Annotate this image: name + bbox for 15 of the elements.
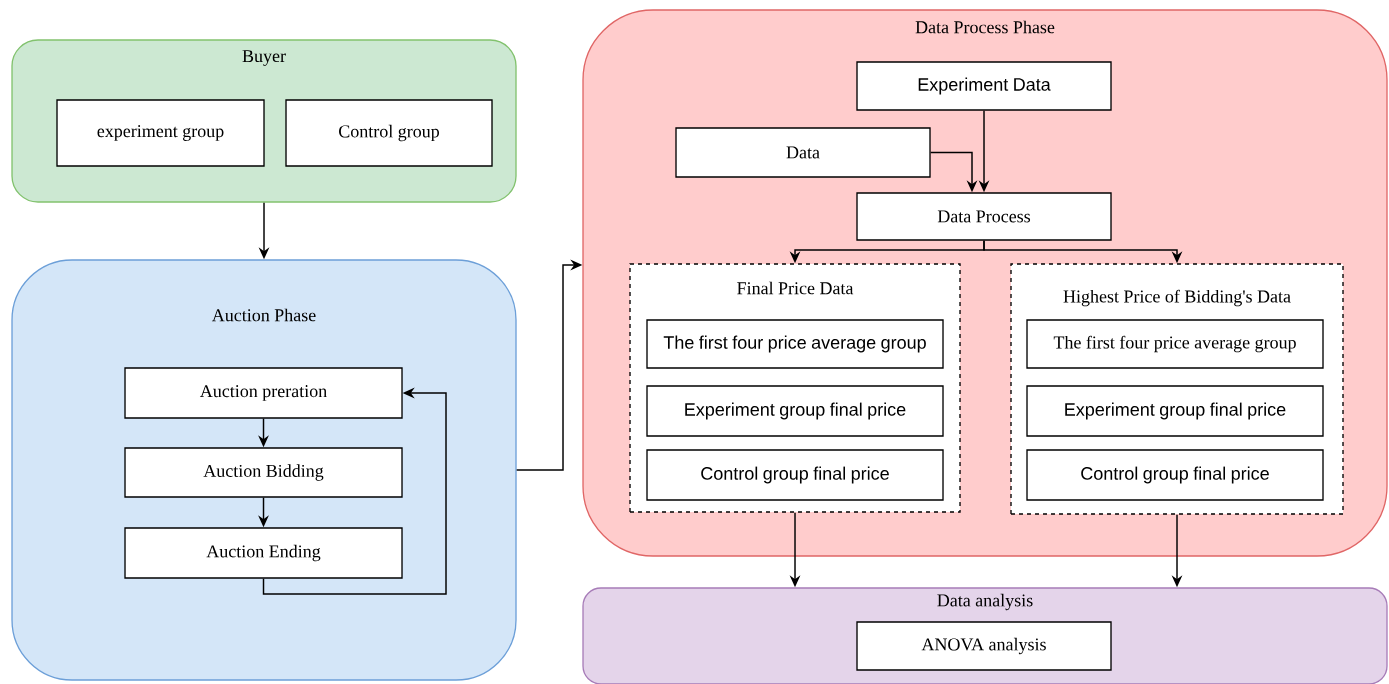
process-box: Control group final price [1026, 449, 1324, 501]
process-box: Control group final price [646, 449, 944, 501]
process-box: Experiment Data [856, 61, 1112, 111]
process-box: Data [675, 127, 931, 178]
process-box: Data Process [856, 192, 1112, 241]
process-box: ANOVA analysis [856, 621, 1112, 671]
process-box: Auction Bidding [124, 447, 403, 498]
process-box: Auction preration [124, 367, 403, 419]
process-box: Experiment group final price [646, 385, 944, 437]
process-box: Experiment group final price [1026, 385, 1324, 437]
process-box: Control group [285, 99, 493, 167]
process-box: The first four price average group [1026, 319, 1324, 369]
process-box: Auction Ending [124, 527, 403, 579]
process-box: experiment group [56, 99, 265, 167]
process-box: The first four price average group [646, 319, 944, 369]
